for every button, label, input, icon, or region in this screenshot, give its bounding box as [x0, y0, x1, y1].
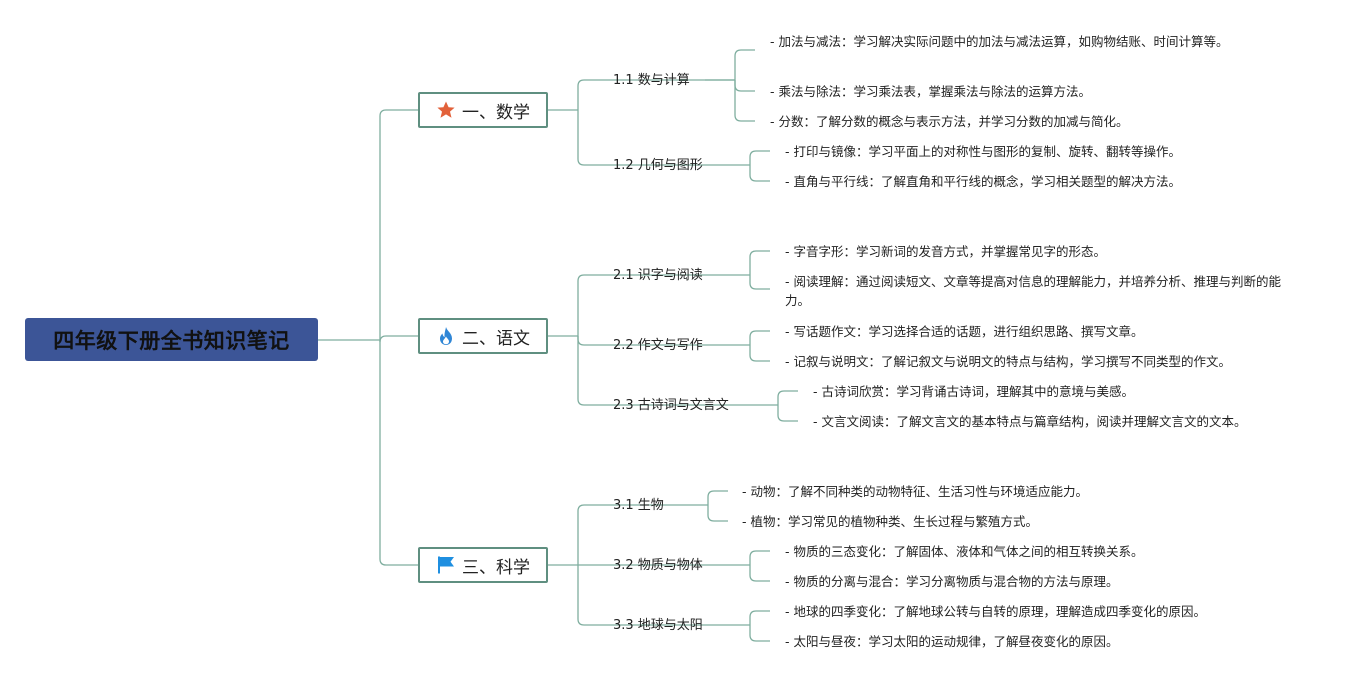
root-connector-branch-2 [379, 340, 418, 566]
leaf-1-1-3[interactable]: - 分数：了解分数的概念与表示方法，并学习分数的加减与简化。 [770, 114, 1129, 129]
leaf-2-3-connector-branch-1 [777, 405, 798, 422]
topic-science[interactable]: 三、科学 [418, 547, 548, 583]
leaf-2-3-1[interactable]: - 古诗词欣赏：学习背诵古诗词，理解其中的意境与美感。 [813, 384, 1134, 399]
leaf-2-2-connector-branch-1 [749, 345, 770, 362]
leaf-1-2-2[interactable]: - 直角与平行线：了解直角和平行线的概念，学习相关题型的解决方法。 [785, 174, 1181, 189]
leaf-2-1-2[interactable]: - 阅读理解：通过阅读短文、文章等提高对信息的理解能力，并培养分析、推理与判断的… [785, 274, 1281, 308]
leaf-2-2-connector-branch-0 [749, 330, 770, 345]
leaf-3-1-1[interactable]: - 动物：了解不同种类的动物特征、生活习性与环境适应能力。 [742, 484, 1088, 499]
leaf-3-1-2[interactable]: - 植物：学习常见的植物种类、生长过程与繁殖方式。 [742, 514, 1038, 529]
subtopic-2-2[interactable]: 2.2 作文与写作 [613, 338, 703, 353]
leaf-1-2-connector-branch-0 [749, 150, 770, 165]
subtopic-3-1[interactable]: 3.1 生物 [613, 498, 664, 513]
root-title: 四年级下册全书知识笔记 [53, 328, 290, 353]
leaf-3-2-connector-branch-1 [749, 565, 770, 582]
root-node[interactable]: 四年级下册全书知识笔记 [25, 318, 318, 361]
root-connector-branch-1 [379, 335, 418, 343]
leaf-1-2-1[interactable]: - 打印与镜像：学习平面上的对称性与图形的复制、旋转、翻转等操作。 [785, 144, 1181, 159]
leaf-1-1-connector-branch-2 [734, 80, 755, 122]
leaf-1-1-1[interactable]: - 加法与减法：学习解决实际问题中的加法与减法运算，如购物结账、时间计算等。 [770, 34, 1229, 49]
leaf-3-1-connector-branch-1 [707, 505, 728, 522]
leaf-1-2-connector-branch-1 [749, 165, 770, 182]
leaf-2-2-1[interactable]: - 写话题作文：学习选择合适的话题，进行组织思路、撰写文章。 [785, 324, 1144, 339]
topic-label: 二、语文 [462, 328, 530, 349]
topic-label: 三、科学 [462, 557, 530, 578]
chinese-connector-branch-1 [577, 336, 605, 346]
leaf-3-3-2[interactable]: - 太阳与昼夜：学习太阳的运动规律，了解昼夜变化的原因。 [785, 634, 1119, 649]
leaf-2-1-connector-branch-1 [749, 275, 770, 290]
root-connector-branch-0 [379, 109, 418, 340]
chinese-connector-branch-2 [577, 336, 605, 406]
topic-math[interactable]: 一、数学 [418, 92, 548, 128]
chinese-connector-branch-0 [577, 274, 605, 336]
subtopic-3-3[interactable]: 3.3 地球与太阳 [613, 618, 703, 633]
leaf-1-1-connector-branch-1 [734, 80, 755, 92]
leaf-3-2-2[interactable]: - 物质的分离与混合：学习分离物质与混合物的方法与原理。 [785, 574, 1119, 589]
math-connector-branch-1 [577, 110, 605, 166]
subtopic-1-1[interactable]: 1.1 数与计算 [613, 73, 690, 88]
leaf-3-3-connector-branch-0 [749, 610, 770, 625]
topic-label: 一、数学 [462, 102, 530, 123]
subtopic-2-1[interactable]: 2.1 识字与阅读 [613, 268, 703, 283]
leaf-1-1-connector-branch-0 [734, 49, 755, 80]
flame-icon [436, 326, 456, 346]
subtopic-2-3[interactable]: 2.3 古诗词与文言文 [613, 398, 729, 413]
star-icon [436, 100, 456, 120]
leaf-3-3-connector-branch-1 [749, 625, 770, 642]
leaf-3-1-connector-branch-0 [707, 490, 728, 505]
science-connector-branch-0 [577, 504, 605, 565]
leaf-2-1-1[interactable]: - 字音字形：学习新词的发音方式，并掌握常见字的形态。 [785, 244, 1106, 259]
math-connector-branch-0 [577, 79, 605, 110]
leaf-3-2-connector-branch-0 [749, 550, 770, 565]
leaf-3-2-1[interactable]: - 物质的三态变化：了解固体、液体和气体之间的相互转换关系。 [785, 544, 1144, 559]
flag-icon [436, 555, 456, 575]
leaf-3-3-1[interactable]: - 地球的四季变化：了解地球公转与自转的原理，理解造成四季变化的原因。 [785, 604, 1206, 619]
subtopic-1-2[interactable]: 1.2 几何与图形 [613, 158, 703, 173]
subtopic-3-2[interactable]: 3.2 物质与物体 [613, 558, 703, 573]
topic-chinese[interactable]: 二、语文 [418, 318, 548, 354]
leaf-2-3-connector-branch-0 [777, 390, 798, 405]
leaf-1-1-2[interactable]: - 乘法与除法：学习乘法表，掌握乘法与除法的运算方法。 [770, 84, 1091, 99]
science-connector-branch-2 [577, 565, 605, 626]
leaf-2-3-2[interactable]: - 文言文阅读：了解文言文的基本特点与篇章结构，阅读并理解文言文的文本。 [813, 414, 1247, 429]
leaf-2-1-connector-branch-0 [749, 250, 770, 275]
leaf-2-2-2[interactable]: - 记叙与说明文：了解记叙文与说明文的特点与结构，学习撰写不同类型的作文。 [785, 354, 1231, 369]
